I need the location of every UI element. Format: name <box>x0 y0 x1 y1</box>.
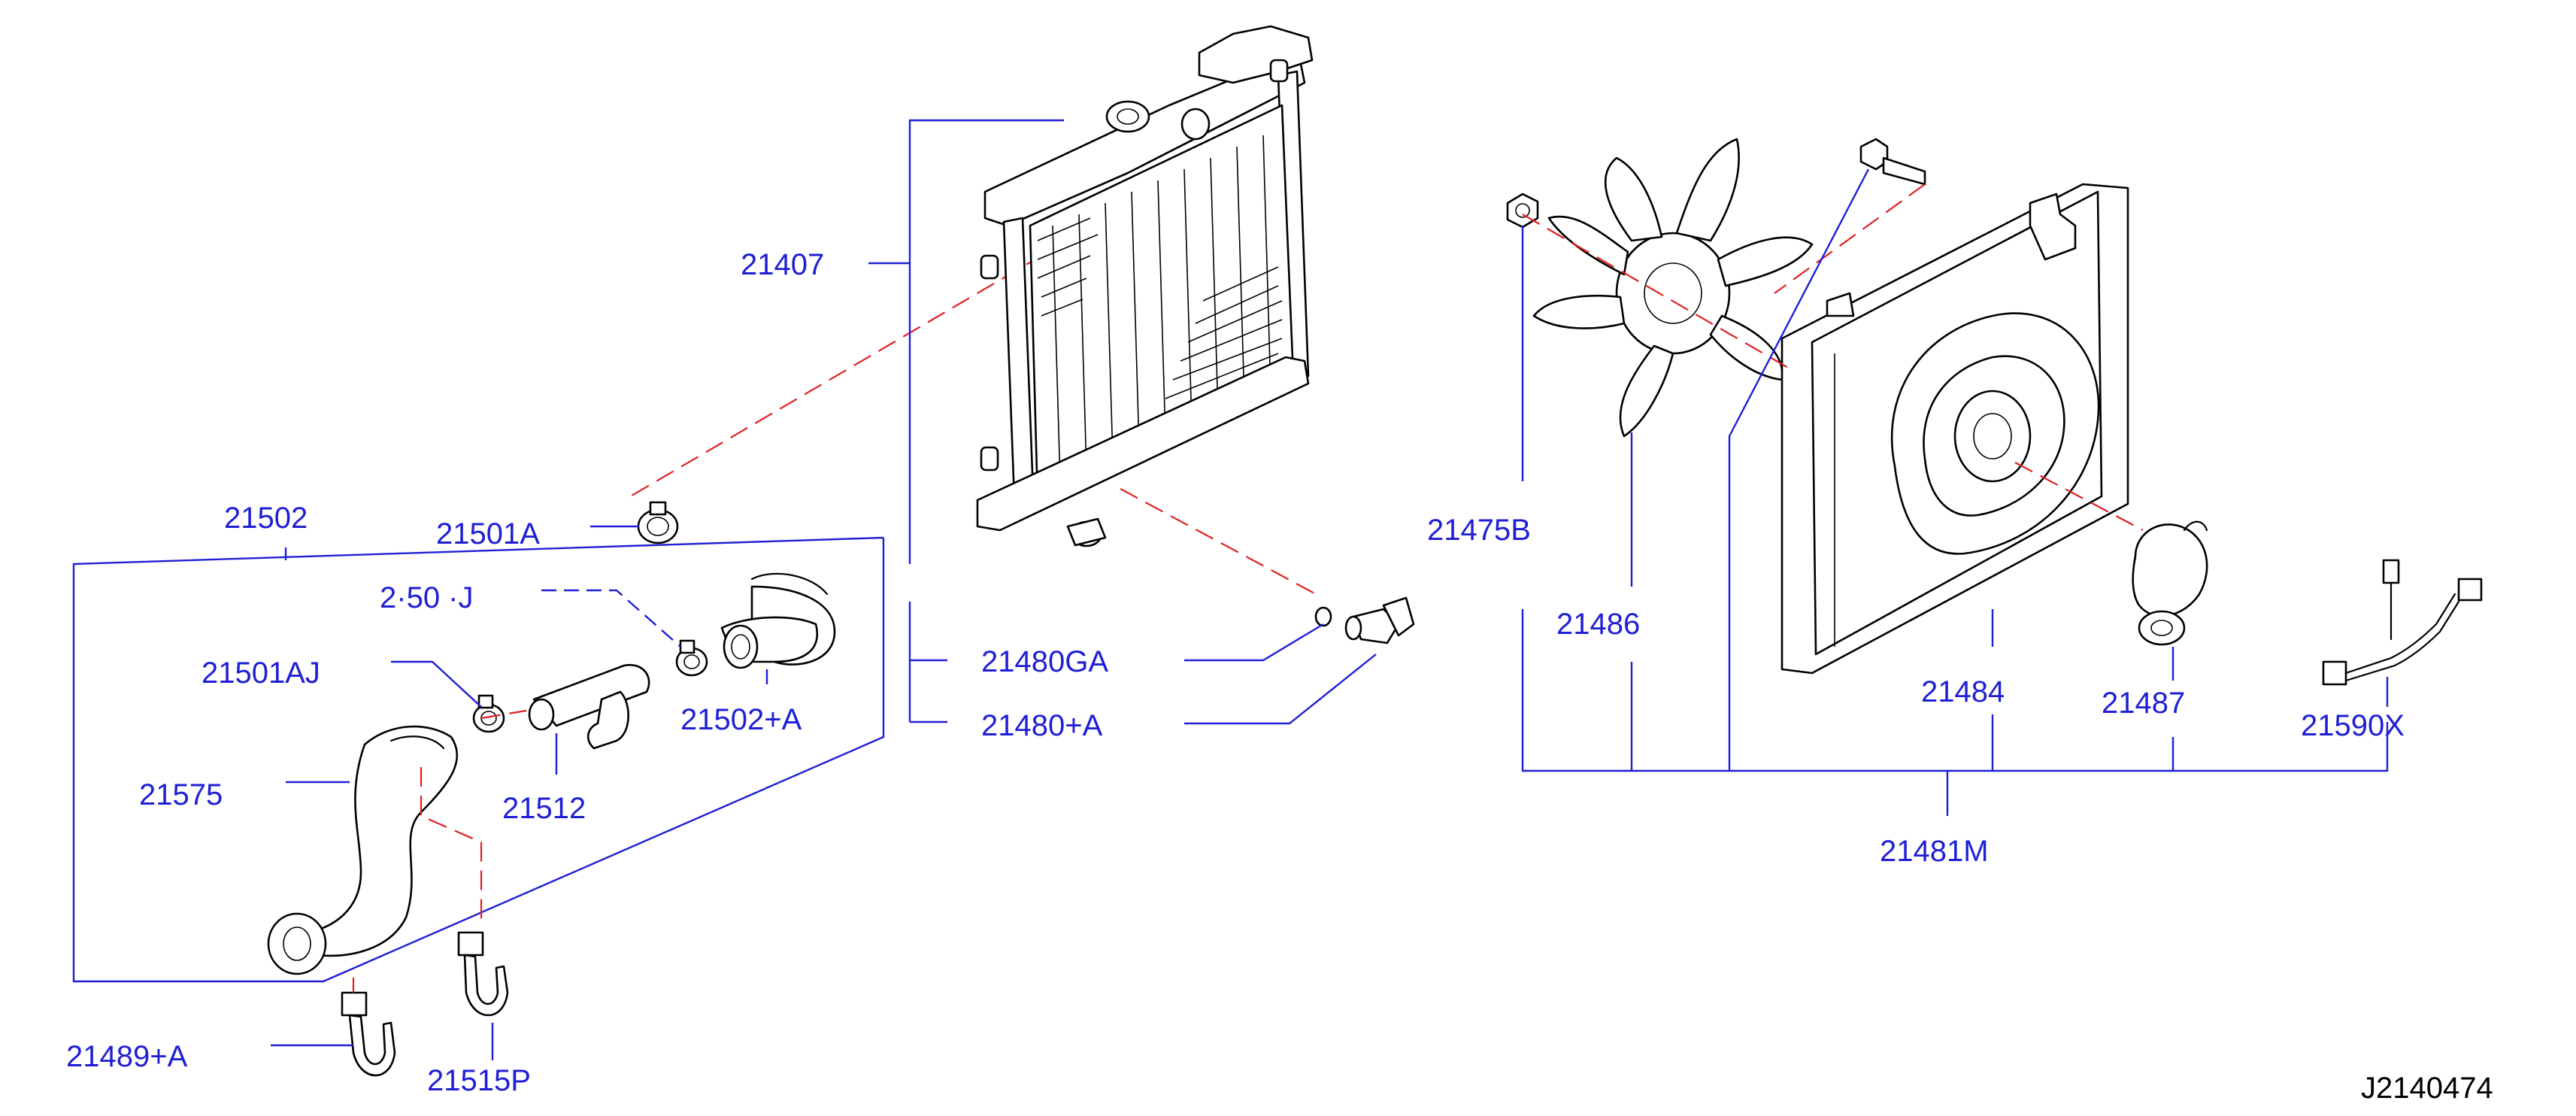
leader-21501AJ-top <box>541 589 681 647</box>
label-21501AJ-partial: 2·50 ·J <box>380 581 474 614</box>
phantom-line <box>2014 462 2144 531</box>
bracket-21481M <box>1521 609 2389 772</box>
fan-harness <box>2322 559 2483 686</box>
phantom-line <box>1120 488 1317 595</box>
label-21575: 21575 <box>139 778 223 811</box>
fan-shroud <box>1780 183 2129 675</box>
leader-21407 <box>908 119 1064 564</box>
label-21501A: 21501A <box>436 517 540 550</box>
diagram-ref-number: J2140474 <box>2361 1072 2493 1105</box>
label-21487: 21487 <box>2102 687 2185 720</box>
label-21407: 21407 <box>741 248 824 281</box>
label-21475B: 21475B <box>1427 514 1531 547</box>
bolt <box>1859 138 1926 186</box>
label-21590X: 21590X <box>2301 709 2405 742</box>
upper-hose <box>720 572 836 669</box>
phantom-line <box>420 767 483 925</box>
label-21502: 21502 <box>224 502 308 535</box>
label-21489A: 21489+A <box>66 1040 188 1073</box>
hose-group-frame <box>72 536 885 983</box>
lower-hose <box>267 725 459 975</box>
label-21486: 21486 <box>1556 608 1640 641</box>
label-21481M: 21481M <box>1880 835 1989 868</box>
leader-21480GA <box>1184 623 1324 662</box>
clip-21515 <box>457 931 509 1017</box>
phantom-line <box>1522 214 1790 369</box>
phantom-line <box>480 709 527 720</box>
clip-21489 <box>341 991 396 1077</box>
leader-21501AJ <box>391 660 482 708</box>
leader-21480A <box>1184 654 1377 725</box>
radiator-core <box>976 25 1314 547</box>
label-21502A: 21502+A <box>680 703 802 736</box>
fan-motor <box>2132 520 2208 646</box>
leader-bolt <box>1728 168 1870 771</box>
fan-blade <box>1532 138 1814 438</box>
water-pipe <box>528 663 650 750</box>
label-21512: 21512 <box>502 792 586 825</box>
label-21484: 21484 <box>1921 675 2005 708</box>
nut <box>1506 193 1539 229</box>
label-21480A: 21480+A <box>981 709 1103 742</box>
phantom-line <box>1774 183 1926 294</box>
drain-cock <box>1314 596 1415 644</box>
label-21515P: 21515P <box>427 1064 531 1097</box>
label-21501AJ: 21501AJ <box>202 657 320 690</box>
label-21480GA: 21480GA <box>981 645 1108 678</box>
